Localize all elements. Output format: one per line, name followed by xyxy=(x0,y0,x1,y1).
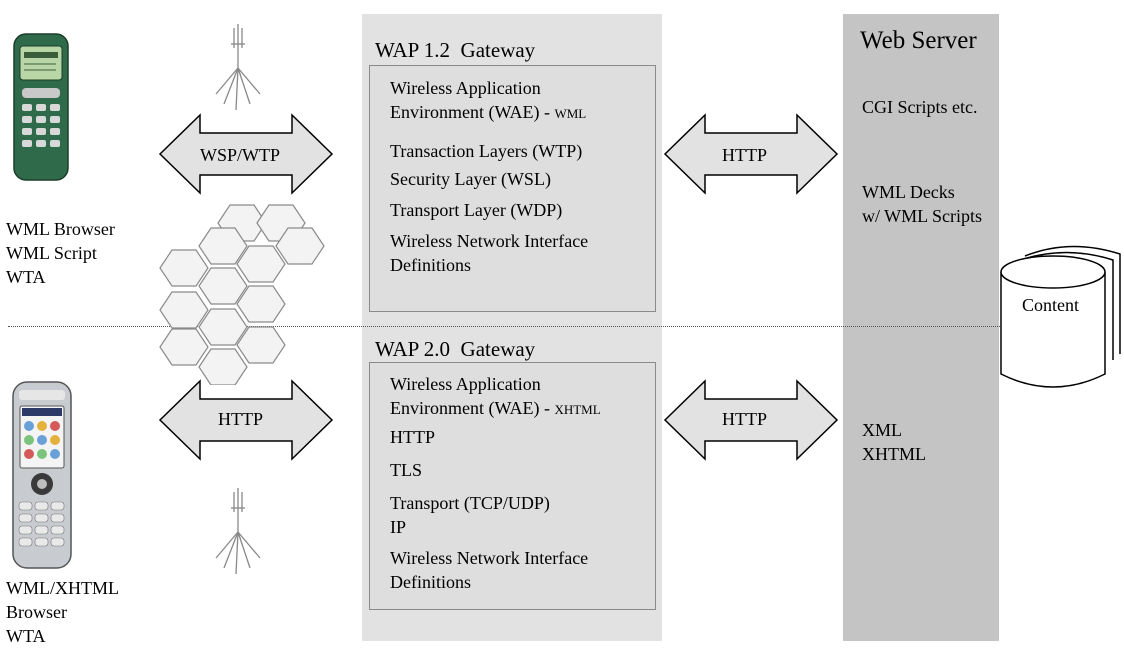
arrow-wsp-wtp xyxy=(158,113,334,195)
xhtml-phone-icon xyxy=(12,381,72,569)
client-top-label: WML Browser WML Script WTA xyxy=(6,219,115,287)
gateway-bottom-item-tls: TLS xyxy=(390,460,423,480)
arrow-http-bottom-left-label: HTTP xyxy=(218,409,263,429)
content-database-icon xyxy=(1000,245,1121,388)
gateway-top-title: WAP 1.2 Gateway xyxy=(375,38,536,62)
arrow-http-top-label: HTTP xyxy=(722,145,767,165)
web-server-item-cgi: CGI Scripts etc. xyxy=(862,97,978,117)
gateway-bottom-item-http: HTTP xyxy=(390,427,435,447)
web-server-title: Web Server xyxy=(860,27,977,54)
web-server-column xyxy=(843,14,999,641)
gateway-top-stack-box xyxy=(369,65,656,312)
gateway-top-item-wdp: Transport Layer (WDP) xyxy=(390,200,563,220)
arrow-http-bottom-right-label: HTTP xyxy=(722,409,767,429)
divider-line xyxy=(8,326,1008,327)
arrow-wsp-wtp-label: WSP/WTP xyxy=(200,145,281,165)
gateway-bottom-title: WAP 2.0 Gateway xyxy=(375,337,536,361)
client-bottom-label: WML/XHTML Browser WTA xyxy=(6,578,119,646)
content-label: Content xyxy=(1022,295,1079,315)
gateway-top-item-wtp: Transaction Layers (WTP) xyxy=(390,141,583,161)
gateway-bottom-stack-box xyxy=(369,362,656,610)
gateway-top-item-wae: Wireless Application Environment (WAE) -… xyxy=(390,78,587,122)
antenna-top-icon xyxy=(215,24,261,111)
arrow-http-bottom-right xyxy=(663,379,839,461)
gateway-bottom-item-wae: Wireless Application Environment (WAE) -… xyxy=(390,374,601,418)
gateway-top-item-wsl: Security Layer (WSL) xyxy=(390,169,551,189)
web-server-item-xml: XML XHTML xyxy=(862,420,926,464)
arrow-http-bottom-left xyxy=(158,379,334,461)
gateway-bottom-item-wni: Wireless Network Interface Definitions xyxy=(390,548,589,592)
web-server-item-wml-decks: WML Decks w/ WML Scripts xyxy=(862,182,982,226)
cellular-network-icon xyxy=(159,204,325,385)
arrow-http-top xyxy=(663,113,839,195)
antenna-bottom-icon xyxy=(215,488,261,575)
wml-phone-icon xyxy=(13,33,69,181)
gateway-bottom-item-transport: Transport (TCP/UDP) IP xyxy=(390,493,550,537)
gateway-top-item-wni: Wireless Network Interface Definitions xyxy=(390,231,589,275)
